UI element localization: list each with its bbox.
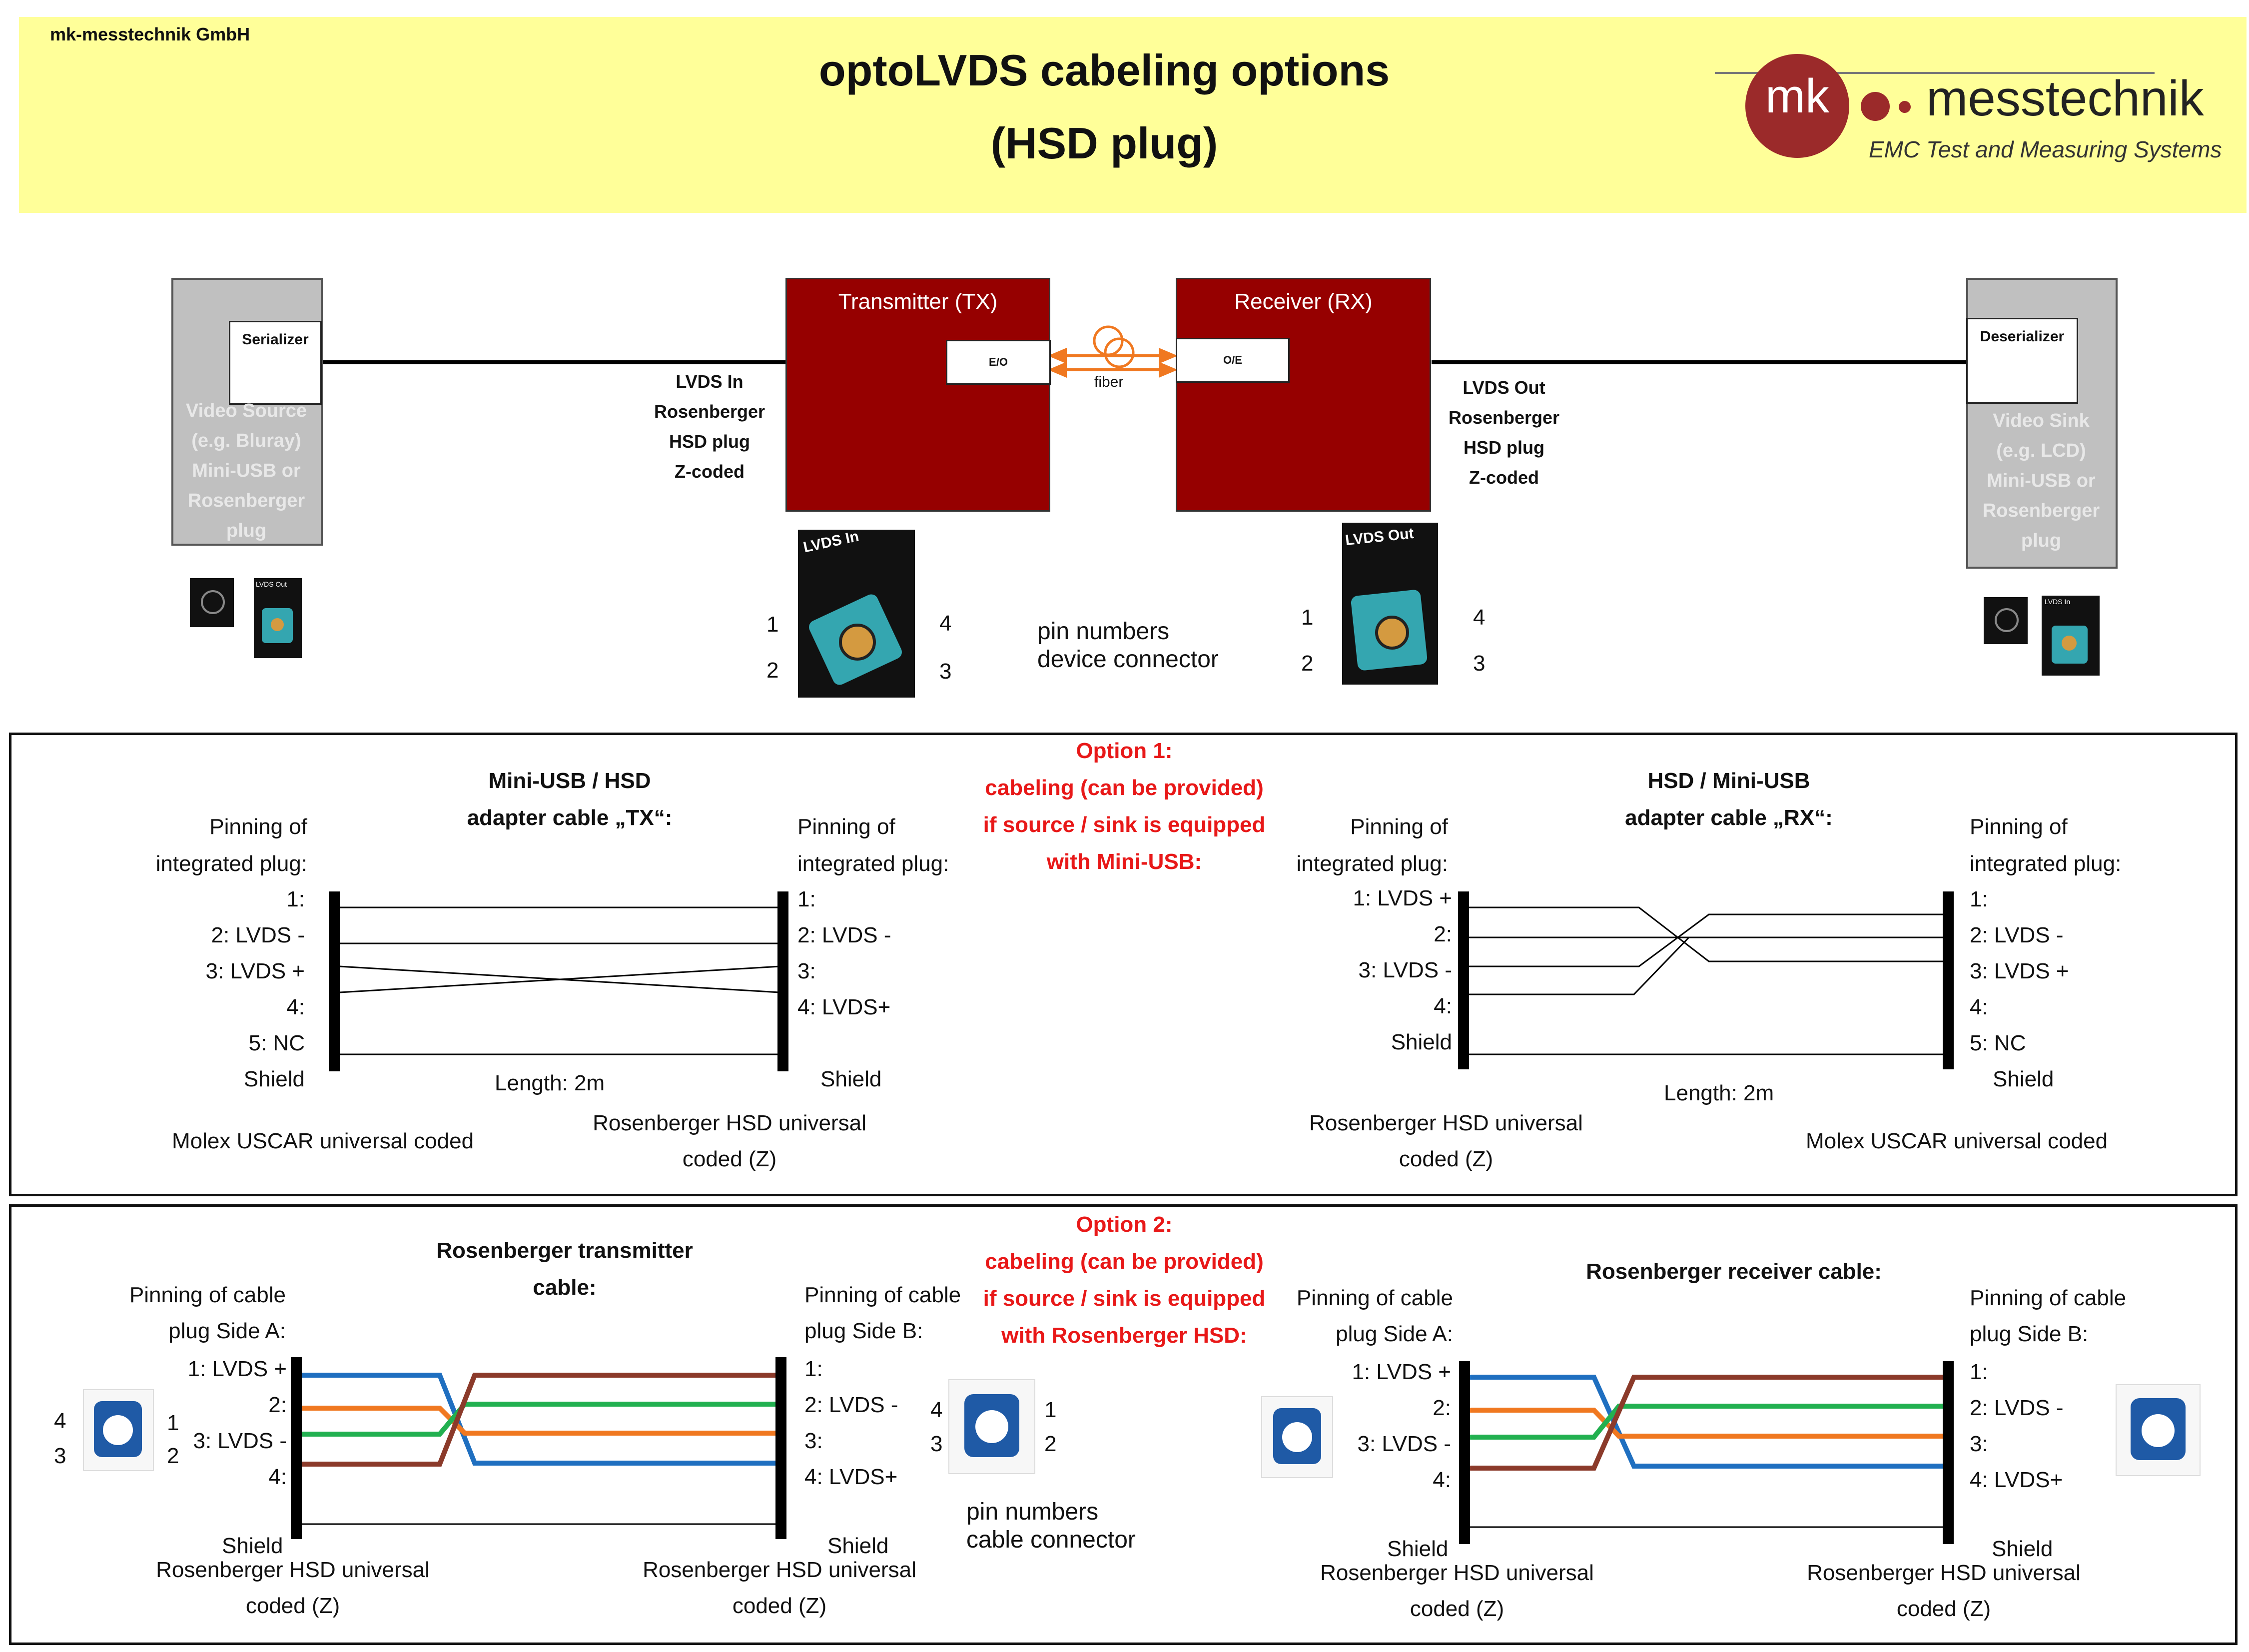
tx-left-connector — [329, 891, 340, 1071]
option1-heading: Option 1:cabeling (can be provided)if so… — [983, 739, 1266, 874]
pin-in-3: 3 — [939, 659, 952, 684]
o2-rx-shield-right: Shield — [1992, 1537, 2053, 1561]
tx-right-connector — [777, 891, 788, 1071]
o2-left-pin-1: 1 — [167, 1411, 179, 1435]
pin-in-2: 2 — [766, 658, 779, 683]
transmitter-box: Transmitter (TX) — [785, 278, 1050, 512]
fiber-label: fiber — [1094, 374, 1124, 390]
o2-tx-right-pins: 1:2: LVDS -3:4: LVDS+ — [804, 1357, 898, 1489]
o2-tx-left-connector — [291, 1357, 302, 1539]
rx-right-pins: 1:2: LVDS -3: LVDS +4:5: NC Shield — [1970, 887, 2069, 1091]
o2-tx-shield-right: Shield — [827, 1534, 889, 1558]
company-name: mk-messtechnik GmbH — [50, 24, 250, 44]
o2-tx-right-connector — [775, 1357, 786, 1539]
logo-tagline: EMC Test and Measuring Systems — [1869, 136, 2222, 162]
hsd-out-small-photo: LVDS Out — [254, 578, 302, 658]
option1-panel — [9, 733, 2238, 1196]
cable-connector-icon-rx-right — [2116, 1384, 2201, 1476]
o2-center-pin-2: 2 — [1044, 1432, 1057, 1456]
o2-tx-shield-left: Shield — [222, 1534, 283, 1558]
option2-heading: Option 2:cabeling (can be provided)if so… — [983, 1212, 1266, 1348]
tx-length: Length: 2m — [495, 1071, 605, 1095]
pin-out-2: 2 — [1301, 651, 1314, 676]
oe-converter: O/E — [1176, 338, 1290, 383]
cable-connector-icon-rx-left — [1261, 1396, 1333, 1478]
o2-rx-shield-left: Shield — [1387, 1537, 1449, 1561]
receiver-box: Receiver (RX) — [1176, 278, 1431, 512]
rx-left-pins: 1: LVDS +2:3: LVDS -4:Shield — [1353, 886, 1452, 1054]
o2-rx-left-connector — [1459, 1361, 1470, 1544]
eo-converter: E/O — [946, 340, 1051, 385]
pin-in-4: 4 — [939, 611, 952, 636]
option2-rx-title: Rosenberger receiver cable: — [1586, 1259, 1882, 1284]
mini-usb-photo-right — [1984, 597, 2028, 644]
hsd-in-small-photo: LVDS In — [2042, 596, 2100, 676]
rx-left-connector — [1458, 891, 1469, 1069]
o2-rx-right-pins: 1:2: LVDS -3:4: LVDS+ — [1970, 1360, 2064, 1492]
cable-connector-icon-left — [83, 1389, 154, 1471]
o2-center-pin-3: 3 — [930, 1432, 943, 1456]
pin-in-1: 1 — [766, 612, 779, 637]
tx-right-pins: 1:2: LVDS -3:4: LVDS+ Shield — [797, 887, 891, 1091]
o2-left-pin-3: 3 — [54, 1444, 66, 1468]
o2-center-pin-1: 1 — [1044, 1398, 1057, 1422]
serializer-box: Serializer — [229, 321, 322, 405]
o2-center-pin-4: 4 — [930, 1398, 943, 1422]
lvds-out-photo: LVDS Out — [1342, 523, 1438, 685]
page-subtitle: (HSD plug) — [990, 118, 1218, 168]
o2-left-pin-4: 4 — [54, 1409, 66, 1433]
deserializer-box: Deserializer — [1966, 318, 2078, 404]
rx-length: Length: 2m — [1664, 1081, 1774, 1105]
o2-left-pin-2: 2 — [167, 1444, 179, 1468]
tx-molex-label: Molex USCAR universal coded — [172, 1129, 474, 1153]
cable-connector-icon-center — [948, 1379, 1035, 1474]
o2-rx-left-pins: 1: LVDS +2:3: LVDS -4: — [1352, 1360, 1451, 1492]
lvds-in-photo: LVDS In — [798, 528, 915, 698]
rx-molex-label: Molex USCAR universal coded — [1806, 1129, 2108, 1153]
o2-rx-right-connector — [1943, 1361, 1954, 1544]
pin-out-4: 4 — [1473, 605, 1486, 630]
pin-out-1: 1 — [1301, 605, 1314, 630]
page-title: optoLVDS cabeling options — [818, 45, 1390, 95]
pin-out-3: 3 — [1473, 651, 1486, 676]
o2-tx-left-pins: 1: LVDS +2:3: LVDS -4: — [187, 1357, 287, 1489]
mini-usb-photo — [190, 578, 234, 627]
logo-mk: mk — [1765, 69, 1829, 123]
option2-panel — [9, 1204, 2238, 1645]
rx-right-connector — [1943, 891, 1954, 1069]
logo-name: messtechnik — [1926, 70, 2204, 126]
